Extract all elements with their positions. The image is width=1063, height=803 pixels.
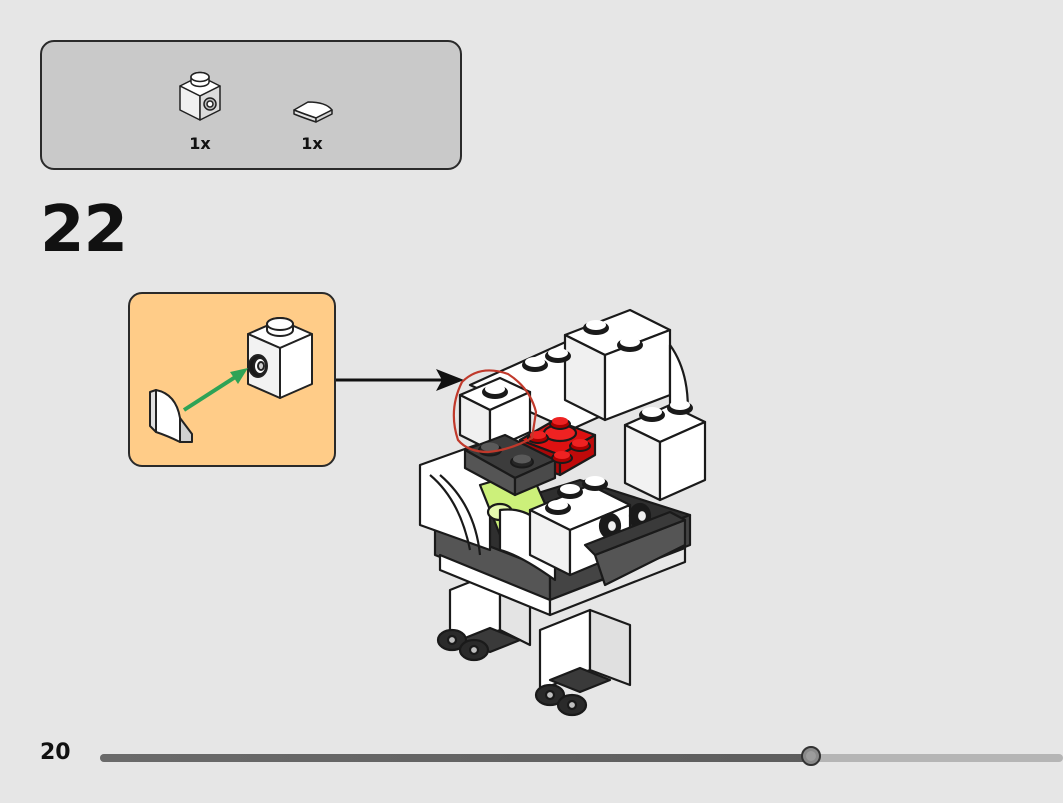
subassembly-illustration	[149, 317, 313, 443]
model-illustration	[418, 308, 707, 717]
progress-bar[interactable]	[100, 746, 1063, 766]
part-quantity: 1x	[301, 134, 323, 153]
part-item-brick: 1x	[170, 68, 230, 158]
step-number: 22	[40, 193, 128, 267]
part-item-tile: 1x	[282, 68, 342, 158]
tile-quarter-round-icon	[293, 101, 333, 123]
part-quantity: 1x	[189, 134, 211, 153]
parts-list-panel: 1x 1x	[40, 40, 462, 170]
progress-fill	[100, 754, 813, 762]
progress-handle[interactable]	[801, 746, 821, 766]
subassembly-callout	[128, 292, 336, 467]
brick-1x1-with-stud-icon	[179, 71, 221, 121]
page-number: 20	[40, 740, 71, 765]
callout-pointer-arrow	[336, 369, 464, 391]
